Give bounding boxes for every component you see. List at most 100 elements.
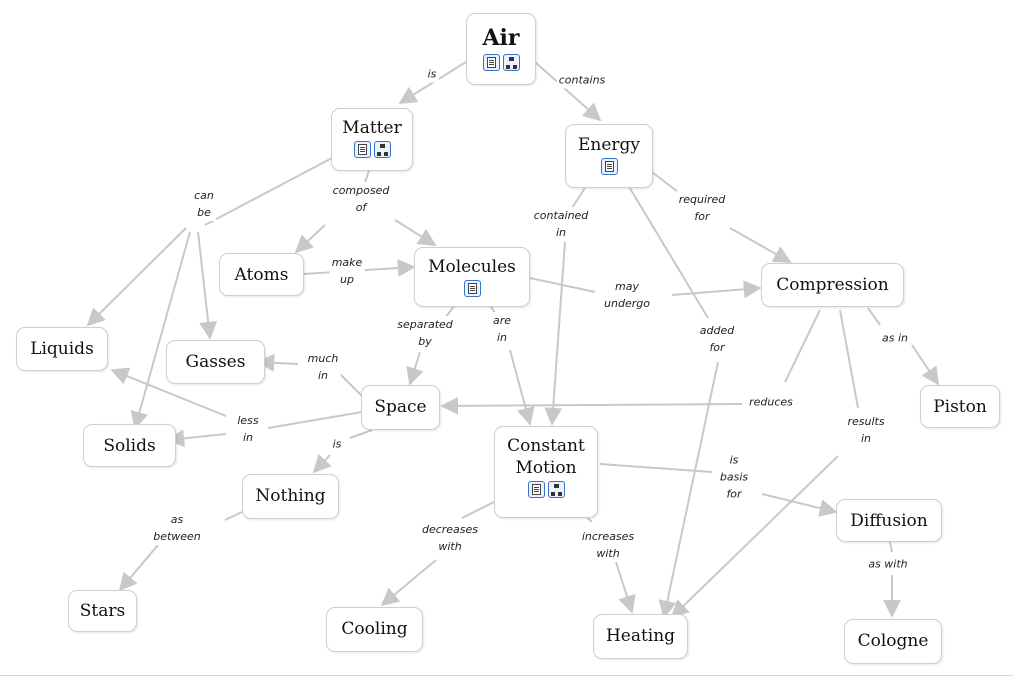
link-as-in[interactable]: as in [880, 329, 910, 347]
link-as-with[interactable]: as with [866, 555, 910, 573]
link-as-between-line1: as [170, 513, 184, 526]
link-is-nothing-text: is [332, 437, 342, 451]
link-added-for-line2: for [709, 341, 725, 354]
node-matter-label: Matter [342, 118, 402, 138]
link-less-in[interactable]: less in [235, 412, 261, 446]
node-solids-label: Solids [103, 436, 156, 456]
link-increases-with-line2: with [596, 547, 620, 560]
link-separated-by-line2: by [418, 335, 432, 348]
node-gasses[interactable]: Gasses [166, 340, 265, 384]
link-contained-in[interactable]: contained in [531, 207, 591, 241]
link-can-be-line2: be [197, 206, 211, 219]
link-results-in-line2: in [860, 432, 872, 445]
link-contained-in-line2: in [555, 226, 567, 239]
node-energy[interactable]: Energy [565, 124, 653, 188]
link-are-in-line1: are [492, 314, 512, 327]
node-atoms[interactable]: Atoms [219, 253, 304, 296]
link-can-be[interactable]: can be [192, 187, 216, 221]
node-liquids-label: Liquids [30, 339, 94, 359]
link-are-in-line2: in [496, 331, 508, 344]
node-cooling-label: Cooling [341, 619, 408, 639]
link-make-up-line2: up [340, 273, 354, 286]
node-constant-motion-resources [495, 481, 597, 498]
link-added-for[interactable]: added for [697, 322, 737, 356]
link-composed-of[interactable]: composed of [330, 182, 392, 216]
link-can-be-line1: can [194, 189, 214, 202]
node-heating[interactable]: Heating [593, 614, 688, 659]
node-stars-label: Stars [79, 601, 126, 621]
link-is-basis-for-line2: basis [719, 470, 749, 484]
node-solids[interactable]: Solids [83, 424, 176, 467]
node-molecules[interactable]: Molecules [414, 247, 530, 307]
link-required-for-line2: for [694, 210, 710, 223]
link-as-with-text: as with [868, 557, 908, 571]
link-is-nothing[interactable]: is [330, 435, 344, 453]
node-compression-label: Compression [776, 275, 889, 295]
node-cooling[interactable]: Cooling [326, 607, 423, 652]
node-space-label: Space [374, 397, 427, 417]
link-required-for-line1: required [678, 193, 726, 206]
link-results-in-line1: results [847, 415, 885, 428]
node-heating-label: Heating [605, 626, 676, 646]
node-nothing[interactable]: Nothing [242, 474, 339, 519]
link-separated-by[interactable]: separated by [395, 316, 455, 350]
document-icon[interactable] [600, 158, 618, 175]
link-make-up-line1: make [331, 256, 363, 269]
link-as-in-text: as in [882, 331, 908, 345]
link-results-in[interactable]: results in [845, 413, 887, 447]
node-constant-motion-label-line1: Constant [507, 436, 585, 456]
node-atoms-label: Atoms [234, 265, 289, 285]
link-as-between[interactable]: as between [151, 511, 203, 545]
link-contains-text: contains [558, 73, 606, 87]
link-much-in[interactable]: much in [305, 350, 341, 384]
link-is-basis-for-line1: is [729, 453, 739, 467]
link-composed-of-line2: of [355, 201, 367, 214]
node-air[interactable]: Air [466, 13, 536, 85]
node-air-resources [467, 54, 535, 71]
node-diffusion-label: Diffusion [850, 511, 928, 531]
link-required-for[interactable]: required for [676, 191, 728, 225]
document-icon[interactable] [353, 141, 371, 158]
node-matter-resources [332, 141, 412, 158]
link-may-undergo[interactable]: may undergo [602, 278, 652, 312]
link-is[interactable]: is [425, 65, 439, 83]
link-is-basis-for[interactable]: is basis for [717, 451, 751, 503]
node-constant-motion[interactable]: Constant Motion [494, 426, 598, 518]
node-stars[interactable]: Stars [68, 590, 137, 632]
link-decreases-with-line1: decreases [421, 523, 479, 536]
document-icon[interactable] [527, 481, 545, 498]
node-piston-label: Piston [933, 397, 987, 417]
link-less-in-line2: in [242, 431, 254, 444]
concept-map-icon[interactable] [502, 54, 520, 71]
link-may-undergo-line2: undergo [604, 297, 650, 310]
node-space[interactable]: Space [361, 385, 440, 430]
link-reduces[interactable]: reduces [747, 393, 795, 411]
link-less-in-line1: less [237, 414, 259, 427]
node-matter[interactable]: Matter [331, 108, 413, 171]
concept-map-icon[interactable] [373, 141, 391, 158]
link-decreases-with[interactable]: decreases with [419, 521, 481, 555]
node-piston[interactable]: Piston [920, 385, 1000, 428]
document-icon[interactable] [463, 280, 481, 297]
node-compression[interactable]: Compression [761, 263, 904, 307]
node-molecules-label: Molecules [428, 257, 516, 277]
link-increases-with-line1: increases [581, 530, 635, 543]
link-make-up[interactable]: make up [329, 254, 365, 288]
node-nothing-label: Nothing [255, 486, 326, 506]
link-composed-of-line1: composed [332, 184, 390, 197]
node-liquids[interactable]: Liquids [16, 327, 108, 371]
link-decreases-with-line2: with [438, 540, 462, 553]
node-cologne[interactable]: Cologne [844, 619, 942, 664]
concept-map-icon[interactable] [547, 481, 565, 498]
node-constant-motion-label-line2: Motion [515, 458, 577, 478]
document-icon[interactable] [482, 54, 500, 71]
link-contains[interactable]: contains [556, 71, 608, 89]
node-cologne-label: Cologne [857, 631, 929, 651]
link-is-basis-for-line3: for [726, 487, 742, 501]
link-are-in[interactable]: are in [490, 312, 514, 346]
link-much-in-line2: in [317, 369, 329, 382]
link-increases-with[interactable]: increases with [579, 528, 637, 562]
node-diffusion[interactable]: Diffusion [836, 499, 942, 542]
